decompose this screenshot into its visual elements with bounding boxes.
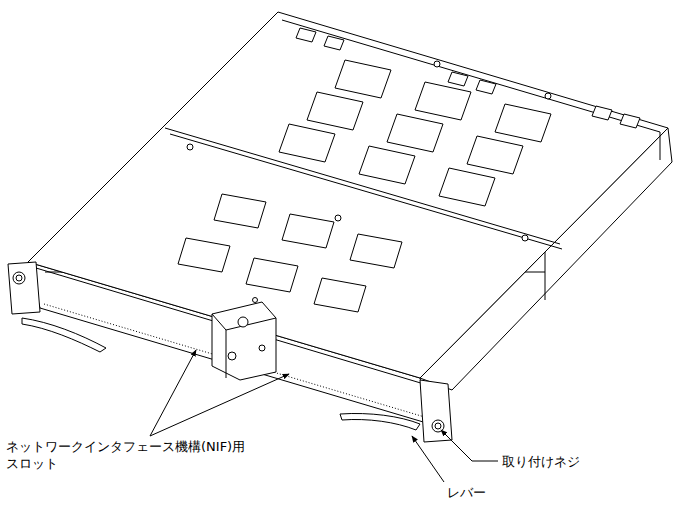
rear-holes	[296, 28, 640, 128]
screw	[238, 317, 248, 327]
slot-label: ネットワークインタフェース機構(NIF)用 スロット	[6, 438, 288, 472]
hole	[545, 93, 551, 99]
leader-line	[150, 374, 289, 436]
screw	[432, 420, 444, 432]
lever-label: レバー	[447, 484, 486, 501]
leader-line	[150, 350, 196, 436]
center-bracket	[212, 302, 276, 380]
rear-fold	[660, 132, 661, 160]
hole	[187, 144, 193, 150]
screw-label: 取り付けネジ	[502, 453, 580, 470]
hole	[434, 61, 440, 67]
hole	[522, 235, 528, 241]
vent-openings	[178, 60, 551, 312]
flange	[420, 380, 452, 442]
inner-edge	[545, 250, 546, 300]
screw	[13, 272, 25, 284]
hole	[335, 215, 341, 221]
leader-line	[441, 430, 498, 461]
screw	[228, 352, 236, 360]
screw	[16, 275, 22, 281]
screw	[259, 345, 265, 351]
center-bracket	[226, 318, 276, 330]
lever	[22, 318, 106, 352]
flange	[8, 262, 40, 314]
center-bracket	[226, 330, 227, 378]
screw	[435, 423, 441, 429]
leader-line	[412, 436, 444, 482]
center-bracket	[212, 314, 226, 330]
top-plate	[28, 12, 668, 378]
lever	[340, 413, 420, 430]
hole	[253, 298, 258, 303]
